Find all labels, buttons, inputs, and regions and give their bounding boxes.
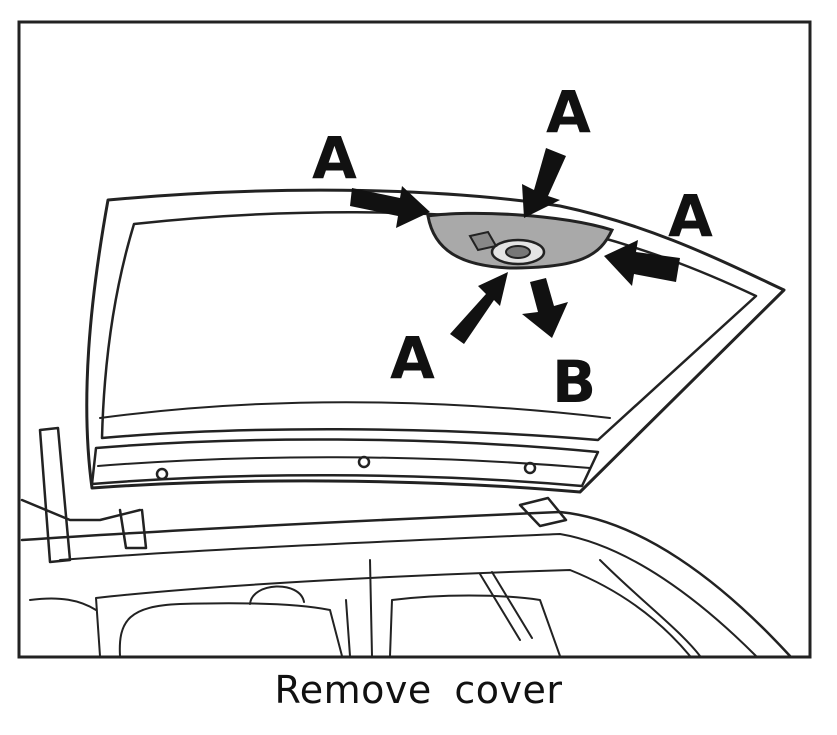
tailgate-panel-trim (97, 456, 591, 469)
tailgate-outer (85, 188, 786, 494)
pillar-line (345, 559, 373, 657)
arrow-a-right (604, 240, 680, 286)
headrest (249, 585, 305, 605)
callout-a-bottom: A (390, 324, 435, 392)
tailgate-lower-panel (90, 438, 600, 488)
cover-lens-inner (505, 245, 531, 259)
callout-b: B (552, 348, 596, 416)
side-trim (29, 559, 701, 657)
cover-detail (468, 230, 498, 252)
rear-seat-right (389, 594, 561, 657)
panel-screw (523, 461, 537, 475)
left-pillar (118, 508, 148, 550)
arrows (350, 148, 680, 344)
panel-screw (155, 467, 169, 481)
arrow-b (522, 278, 568, 338)
left-strut (38, 426, 72, 564)
callout-a-left: A (312, 124, 357, 192)
seat-belt (479, 571, 533, 641)
body-roofline-inner (59, 533, 757, 657)
vehicle-illustration (20, 188, 792, 658)
body-roofline (20, 510, 792, 658)
panel-screw (357, 455, 371, 469)
window-glass-line (99, 401, 611, 419)
body-opening (95, 569, 691, 657)
light-cover (426, 211, 615, 270)
callout-a-right: A (668, 182, 713, 250)
diagram-frame (17, 20, 812, 659)
arrow-a-bottom (450, 272, 508, 344)
arrow-a-left (350, 186, 430, 228)
callout-a-top: A (546, 78, 591, 146)
figure-caption: Remove cover (274, 668, 563, 712)
rear-seat-left (118, 602, 343, 657)
right-strut (518, 496, 568, 528)
arrow-a-top (522, 148, 566, 218)
